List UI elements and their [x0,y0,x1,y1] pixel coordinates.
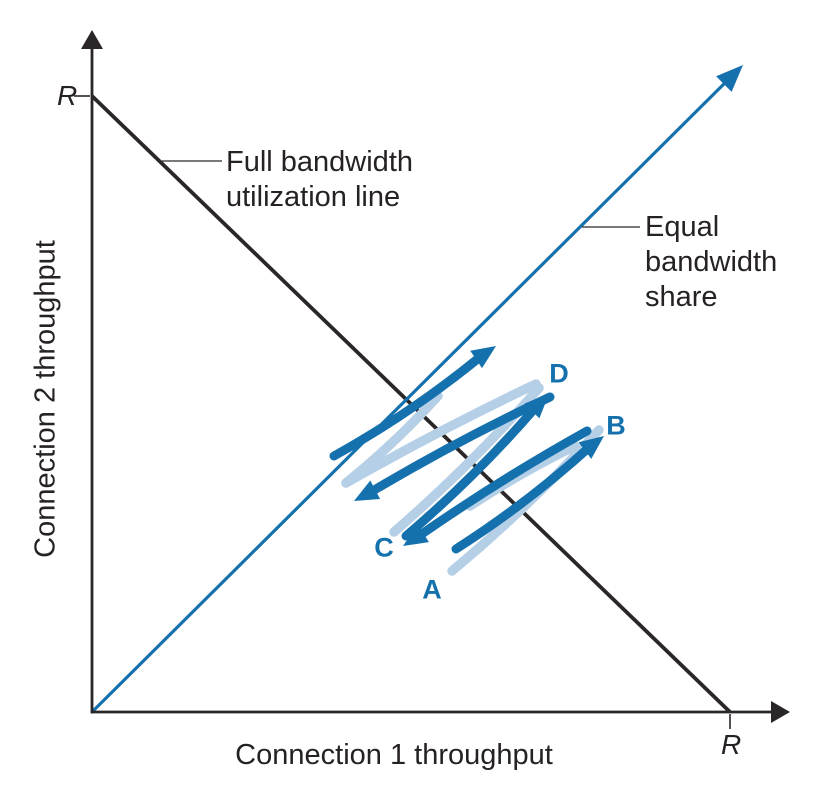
trajectory-arrow-head [354,480,381,501]
x-axis-title: Connection 1 throughput [235,739,553,771]
equal-share-annotation: Equal bandwidth share [645,210,777,315]
trajectory-arrow-head [470,346,496,369]
trajectory-arrow [401,402,541,541]
equal-share-annotation-line1: Equal [645,211,720,243]
full-bandwidth-annotation-line2: utilization line [226,181,401,213]
point-label-a: A [422,574,442,605]
point-label-b: B [606,410,626,441]
point-label-c: C [374,532,394,563]
equal-bandwidth-share-line-head [716,65,743,92]
y-axis-head [81,30,103,49]
y-axis-max-label: R [57,80,78,111]
x-axis-max-label: R [721,729,742,760]
full-bandwidth-annotation-line1: Full bandwidth [226,146,413,178]
trajectory-arrow [413,426,592,541]
equal-bandwidth-share-line [90,77,731,714]
trajectory-arrow-head [403,524,429,546]
full-bandwidth-annotation: Full bandwidth utilization line [226,145,413,215]
equal-share-annotation-line2: bandwidth [645,246,778,278]
y-axis-title: Connection 2 throughput [29,240,62,558]
trajectory-arrow [365,392,555,498]
x-axis-head [771,701,790,723]
trajectory-arrow [329,351,486,461]
trajectory-arrow [451,442,595,554]
equal-share-annotation-line3: share [645,281,718,313]
point-label-d: D [549,358,569,389]
trajectory-segment-pale [341,391,443,488]
trajectory-arrow-head [578,436,604,459]
